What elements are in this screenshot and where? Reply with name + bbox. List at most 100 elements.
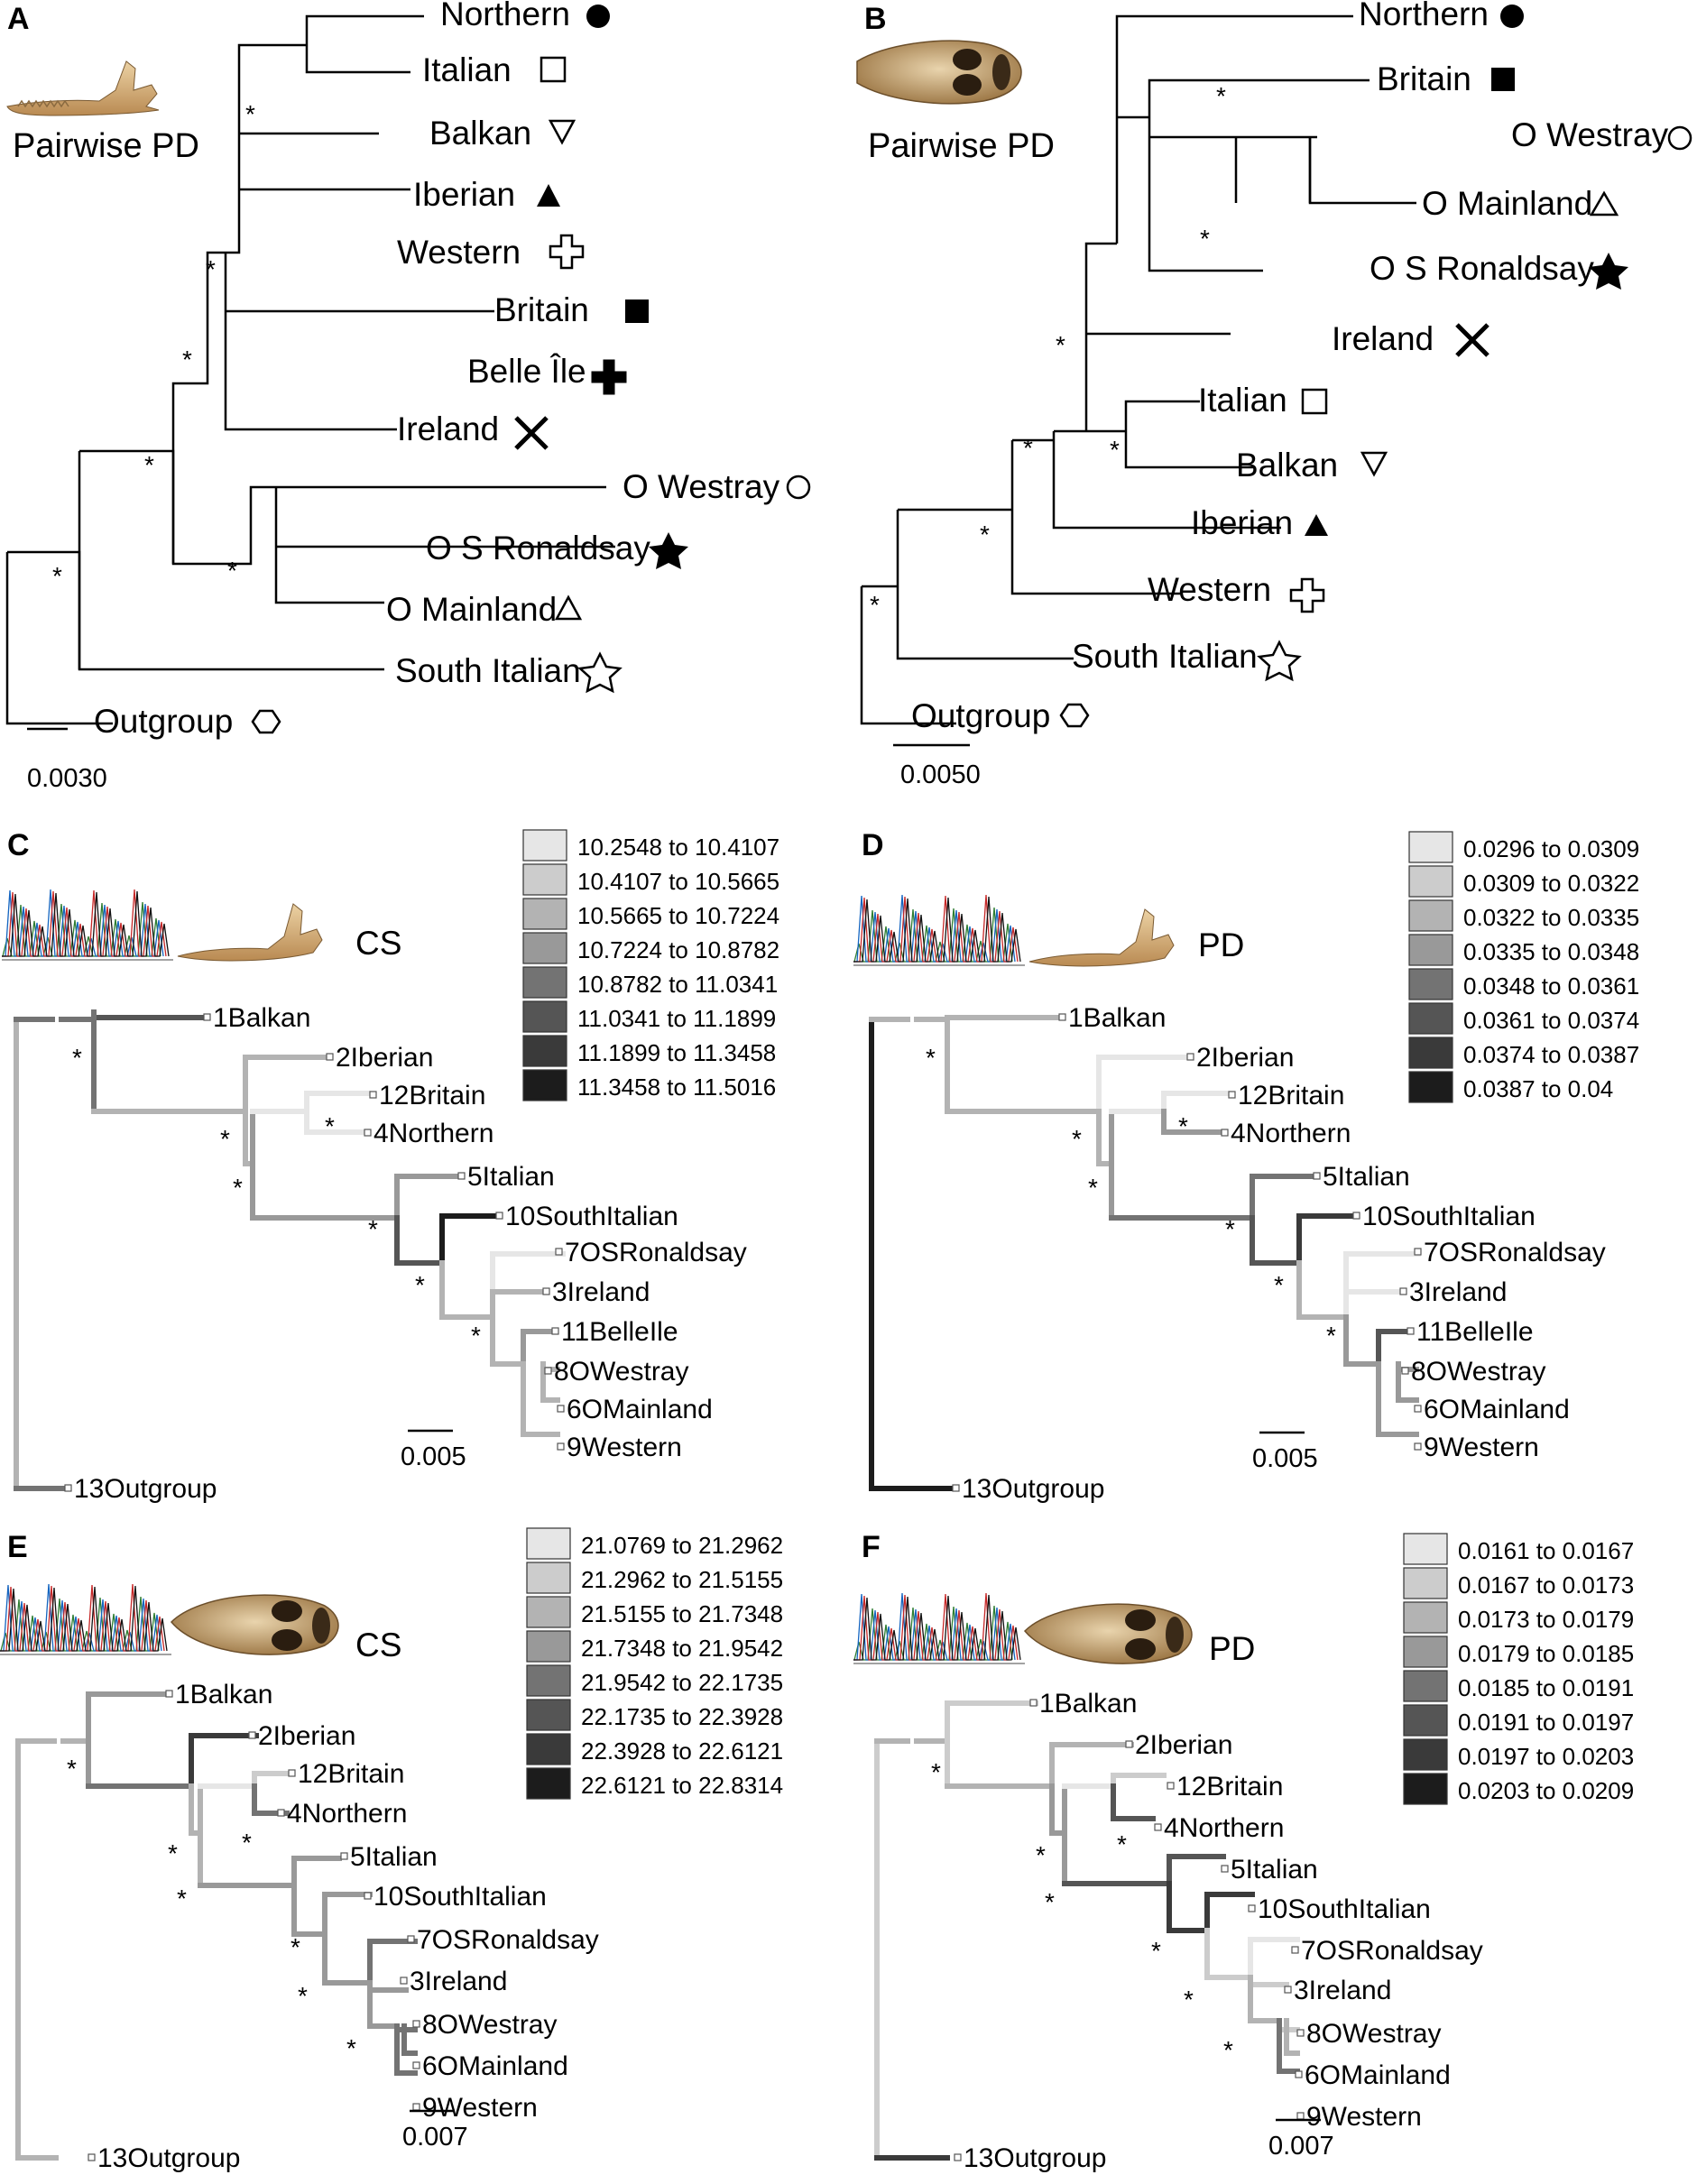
support-asterisk: * <box>245 100 255 128</box>
legend-swatch <box>522 1069 567 1101</box>
open-star-icon <box>577 651 623 694</box>
panel-subtitle: Pairwise PD <box>868 127 1055 165</box>
tree-branches <box>5 14 615 725</box>
legend-swatch <box>1408 1002 1453 1035</box>
open-triangle-down-icon <box>1360 451 1388 477</box>
tip-node <box>557 1405 565 1413</box>
support-marks: ****** <box>52 100 255 590</box>
open-star-icon <box>1257 640 1302 682</box>
legend-label: 10.8782 to 11.0341 <box>577 971 778 998</box>
tip-label: 8OWestray <box>1306 2019 1442 2049</box>
legend-label: 21.0769 to 21.2962 <box>581 1532 783 1559</box>
tip-label: 11BelleIle <box>1416 1317 1534 1347</box>
tip-node <box>326 1053 334 1061</box>
support-asterisk: * <box>168 1839 178 1867</box>
scale-bar: 0.007 <box>402 2109 468 2152</box>
tip-label: Outgroup <box>911 697 1050 734</box>
support-asterisk: * <box>926 1044 936 1072</box>
x-mark-icon <box>1455 323 1489 357</box>
tip-label: 2Iberian <box>258 1721 355 1751</box>
support-asterisk: * <box>1274 1271 1284 1299</box>
tip-label: 4Northern <box>1164 1813 1284 1843</box>
panel-label: CS <box>355 925 401 962</box>
legend-label: 11.3458 to 11.5016 <box>577 1074 776 1101</box>
legend-swatch <box>526 1562 571 1594</box>
legend-row: 21.5155 to 21.7348 <box>526 1596 783 1628</box>
legend-swatch <box>1403 1533 1448 1565</box>
tip-label: 6OMainland <box>1424 1395 1570 1424</box>
legend-swatch <box>522 1000 567 1033</box>
tip-label: 6OMainland <box>422 2051 568 2081</box>
tip-label: 8OWestray <box>1411 1357 1546 1387</box>
tip-label: 1Balkan <box>175 1680 272 1709</box>
support-asterisk: * <box>220 1125 230 1153</box>
tip-label: 9Western <box>567 1433 682 1462</box>
tip-label: South Italian <box>395 652 581 689</box>
tip-node <box>165 1690 173 1698</box>
tip-label: 3Ireland <box>552 1277 650 1307</box>
legend-swatch <box>1408 831 1453 863</box>
tip-label: 12Britain <box>379 1081 485 1110</box>
legend-swatch <box>522 932 567 964</box>
tree-branches <box>14 1009 566 1491</box>
tip-label: 1Balkan <box>213 1003 310 1033</box>
panel-letter: F <box>862 1530 881 1564</box>
legend-label: 21.5155 to 21.7348 <box>581 1600 783 1627</box>
legend-label: 0.0322 to 0.0335 <box>1463 904 1639 931</box>
legend-label: 0.0179 to 0.0185 <box>1458 1640 1634 1667</box>
tip-label: 12Britain <box>298 1759 404 1789</box>
open-hexagon-icon <box>1059 703 1090 728</box>
tip-label: 6OMainland <box>1305 2060 1451 2090</box>
scale-label: 0.007 <box>402 2123 468 2152</box>
legend-label: 0.0348 to 0.0361 <box>1463 972 1639 1000</box>
filled-square-icon <box>625 299 649 323</box>
support-asterisk: * <box>980 521 990 548</box>
tip-node <box>457 1172 466 1180</box>
tip-node <box>1228 1091 1236 1099</box>
scale-label: 0.005 <box>401 1442 466 1471</box>
legend-row: 10.5665 to 10.7224 <box>522 898 779 930</box>
tip-label: O Mainland <box>386 591 557 628</box>
support-asterisk: * <box>1184 1986 1194 2014</box>
filled-circle-icon <box>1500 5 1524 28</box>
tip-node <box>542 1287 550 1295</box>
legend-label: 11.0341 to 11.1899 <box>577 1005 776 1032</box>
mandible-icon <box>1028 908 1175 967</box>
tip-node <box>544 1367 552 1375</box>
scale-bar: 0.005 <box>1252 1431 1318 1473</box>
tip-node <box>400 1977 408 1985</box>
tip-label: 7OSRonaldsay <box>417 1925 599 1955</box>
tip-node <box>557 1442 565 1451</box>
legend-label: 0.0309 to 0.0322 <box>1463 870 1639 897</box>
tip-label: 10SouthItalian <box>374 1882 547 1912</box>
tip-node <box>1296 2112 1305 2120</box>
panel-subtitle: Pairwise PD <box>13 127 199 165</box>
support-marks: ******* <box>67 1755 356 2062</box>
support-asterisk: * <box>227 557 237 585</box>
tip-labels: 1Balkan2Iberian12Britain4Northern5Italia… <box>64 1003 747 1504</box>
tip-label: 5Italian <box>1323 1162 1410 1192</box>
support-asterisk: * <box>870 591 880 619</box>
scale-bar: 0.005 <box>401 1429 466 1471</box>
support-asterisk: * <box>1216 82 1226 110</box>
filled-square-icon <box>1491 68 1515 91</box>
tip-label: 2Iberian <box>1196 1043 1294 1073</box>
tip-node <box>1414 1405 1422 1413</box>
tree: 1Balkan2Iberian12Britain4Northern5Italia… <box>869 1003 1606 1504</box>
tip-label: 3Ireland <box>1409 1277 1507 1307</box>
legend-row: 0.0161 to 0.0167 <box>1403 1533 1634 1565</box>
tip-label: 10SouthItalian <box>1362 1202 1536 1231</box>
legend-label: 0.0203 to 0.0209 <box>1458 1777 1634 1804</box>
legend-label: 0.0361 to 0.0374 <box>1463 1007 1639 1034</box>
scale-label: 0.005 <box>1252 1444 1318 1473</box>
filled-circle-icon <box>586 5 610 28</box>
support-asterisk: * <box>291 1933 300 1961</box>
legend-swatch <box>526 1733 571 1765</box>
tip-label: 5Italian <box>1231 1855 1318 1885</box>
